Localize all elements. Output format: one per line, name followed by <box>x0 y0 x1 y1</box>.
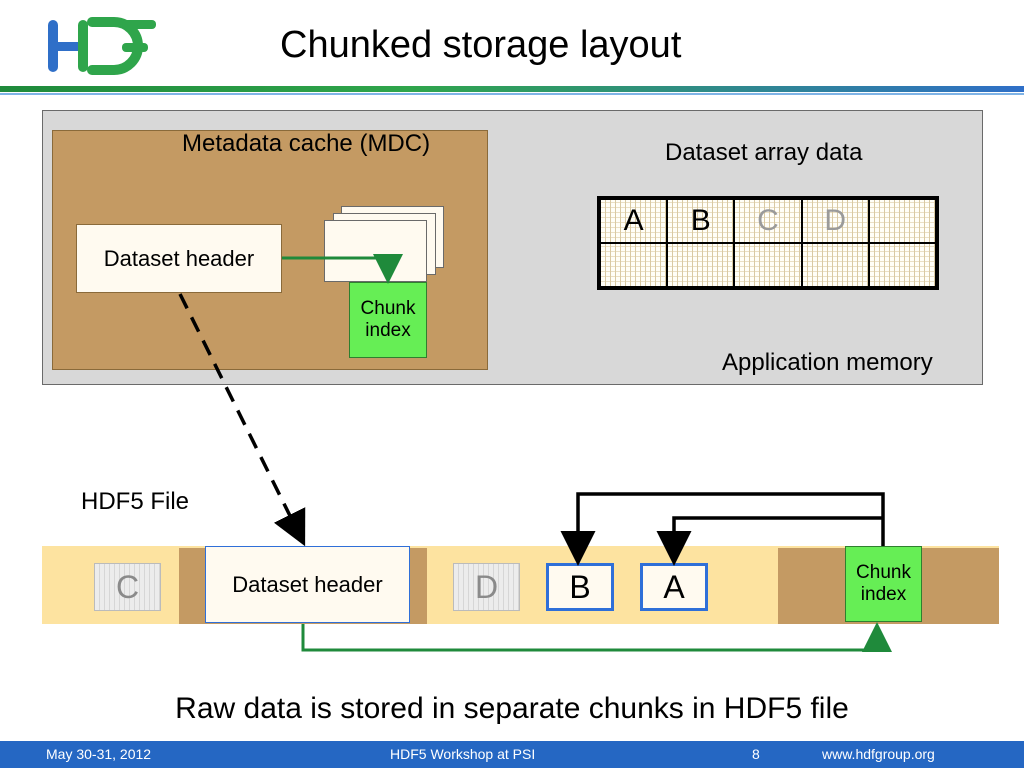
hdf-logo-mark <box>48 17 156 75</box>
footer-page-number: 8 <box>752 746 760 762</box>
file-chunk-index: Chunk index <box>845 546 922 622</box>
index-to-chunk-a-arrow <box>656 516 883 566</box>
array-cell-empty <box>801 243 869 287</box>
index-to-chunk-b-arrow <box>560 492 885 566</box>
mdc-header-to-index-arrow <box>282 254 403 284</box>
slide-title: Chunked storage layout <box>280 24 682 66</box>
dashed-header-load-arrow <box>178 293 306 547</box>
array-cell-a: A <box>600 199 668 243</box>
mdc-chunk-index: Chunk index <box>349 282 427 358</box>
array-cell-d: D <box>801 199 869 243</box>
mdc-label: Metadata cache (MDC) <box>182 130 431 157</box>
footer-event: HDF5 Workshop at PSI <box>390 746 536 762</box>
hdf5-file-label: HDF5 File <box>81 488 190 515</box>
dataset-array-label: Dataset array data <box>665 139 863 166</box>
dataset-array-grid: A B C D <box>597 196 939 290</box>
file-header-to-index-arrow <box>301 622 892 652</box>
array-cell-empty <box>868 243 936 287</box>
array-cell-b: B <box>667 199 735 243</box>
header-rule <box>0 86 1024 92</box>
hdf-logo <box>46 16 158 81</box>
file-chunk-d: D <box>453 563 520 611</box>
footer-url: www.hdfgroup.org <box>822 746 935 762</box>
array-cell-empty <box>868 199 936 243</box>
array-cell-empty <box>734 243 802 287</box>
slide-caption: Raw data is stored in separate chunks in… <box>175 692 849 725</box>
footer-bar: May 30-31, 2012 HDF5 Workshop at PSI 8 w… <box>0 741 1024 768</box>
footer-date: May 30-31, 2012 <box>46 746 152 762</box>
mdc-dataset-header: Dataset header <box>76 224 282 293</box>
file-dataset-header: Dataset header <box>205 546 410 623</box>
array-cell-c: C <box>734 199 802 243</box>
header-rule-accent <box>0 93 1024 95</box>
file-chunk-c: C <box>94 563 161 611</box>
array-cell-empty <box>600 243 668 287</box>
application-memory-label: Application memory <box>722 349 933 376</box>
array-cell-empty <box>667 243 735 287</box>
